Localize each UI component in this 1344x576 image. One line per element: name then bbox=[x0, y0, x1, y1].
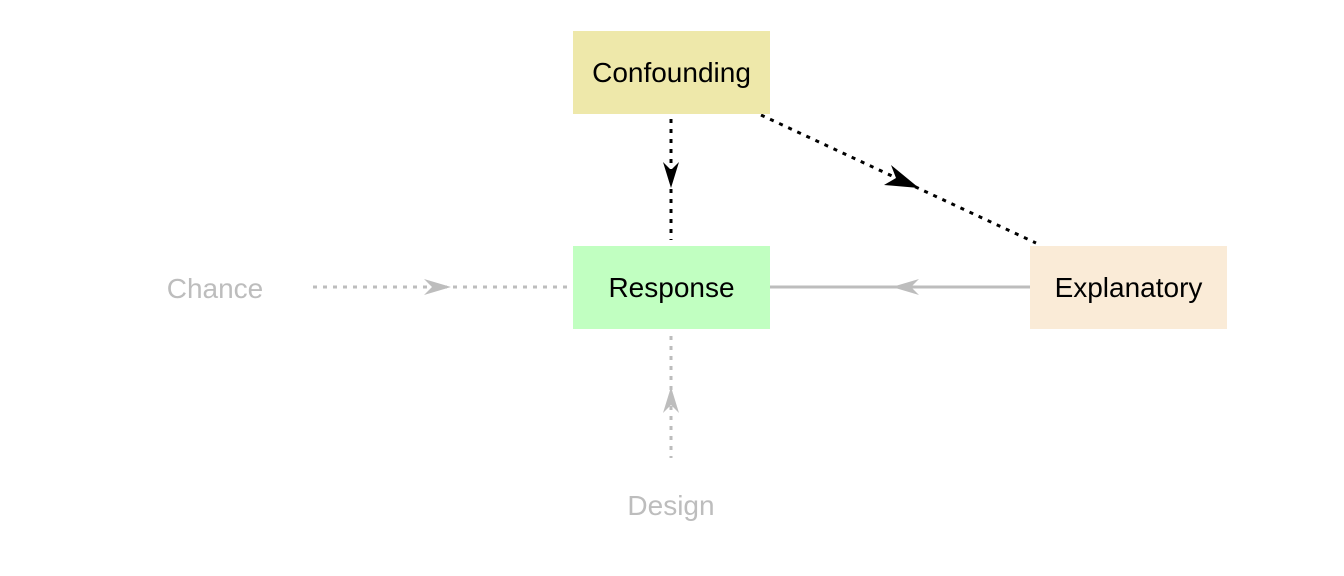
node-confounding: Confounding bbox=[573, 31, 770, 114]
node-label-response: Response bbox=[608, 271, 735, 303]
node-explanatory: Explanatory bbox=[1030, 246, 1227, 329]
arrowhead-confounding-explanatory bbox=[884, 165, 919, 188]
node-label-design: Design bbox=[627, 490, 715, 521]
node-chance: Chance bbox=[130, 260, 300, 318]
node-label-explanatory: Explanatory bbox=[1054, 271, 1203, 303]
arrowhead-chance-response bbox=[424, 279, 451, 295]
node-response: Response bbox=[573, 246, 770, 329]
node-design: Design bbox=[585, 478, 757, 534]
arrowhead-explanatory-response bbox=[892, 279, 919, 295]
arrowhead-design-response bbox=[663, 387, 679, 413]
arrowhead-confounding-response bbox=[663, 162, 679, 188]
node-label-confounding: Confounding bbox=[592, 56, 751, 88]
node-label-chance: Chance bbox=[166, 273, 264, 304]
